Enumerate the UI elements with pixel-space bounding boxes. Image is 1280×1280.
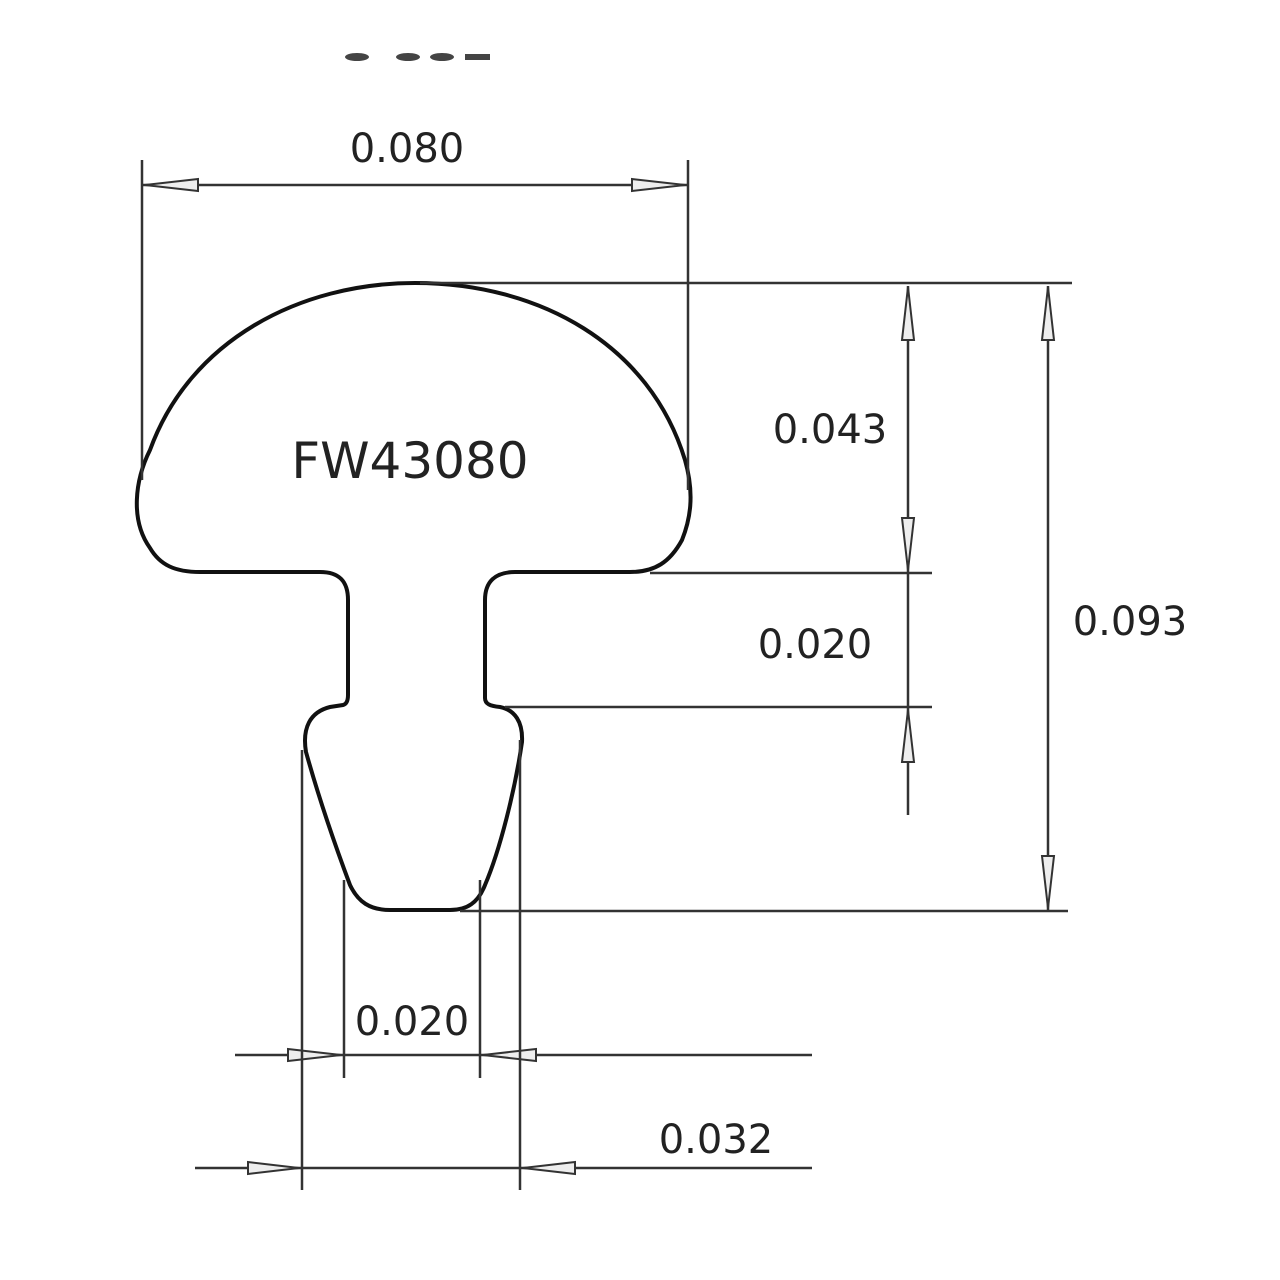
dim-tang-width-label: 0.020	[355, 999, 470, 1045]
dim-crown-height-label: 0.043	[773, 407, 888, 453]
dim-total-height: 0.093	[1040, 286, 1188, 910]
fret-profile-outline	[134, 280, 693, 912]
dim-crown-width-label: 0.080	[350, 126, 465, 172]
dim-barb-width-label: 0.032	[659, 1117, 774, 1163]
dim-barb-width: 0.032	[195, 740, 812, 1190]
part-label: FW43080	[291, 432, 528, 490]
dim-tang-width: 0.020	[235, 880, 812, 1078]
dim-total-height-label: 0.093	[1073, 599, 1188, 645]
dim-crown-width: 0.080	[140, 126, 690, 490]
cropped-top-text	[345, 53, 490, 61]
dim-crown-height: 0.043 0.020	[758, 286, 916, 815]
dim-tang-gap-label: 0.020	[758, 622, 873, 668]
